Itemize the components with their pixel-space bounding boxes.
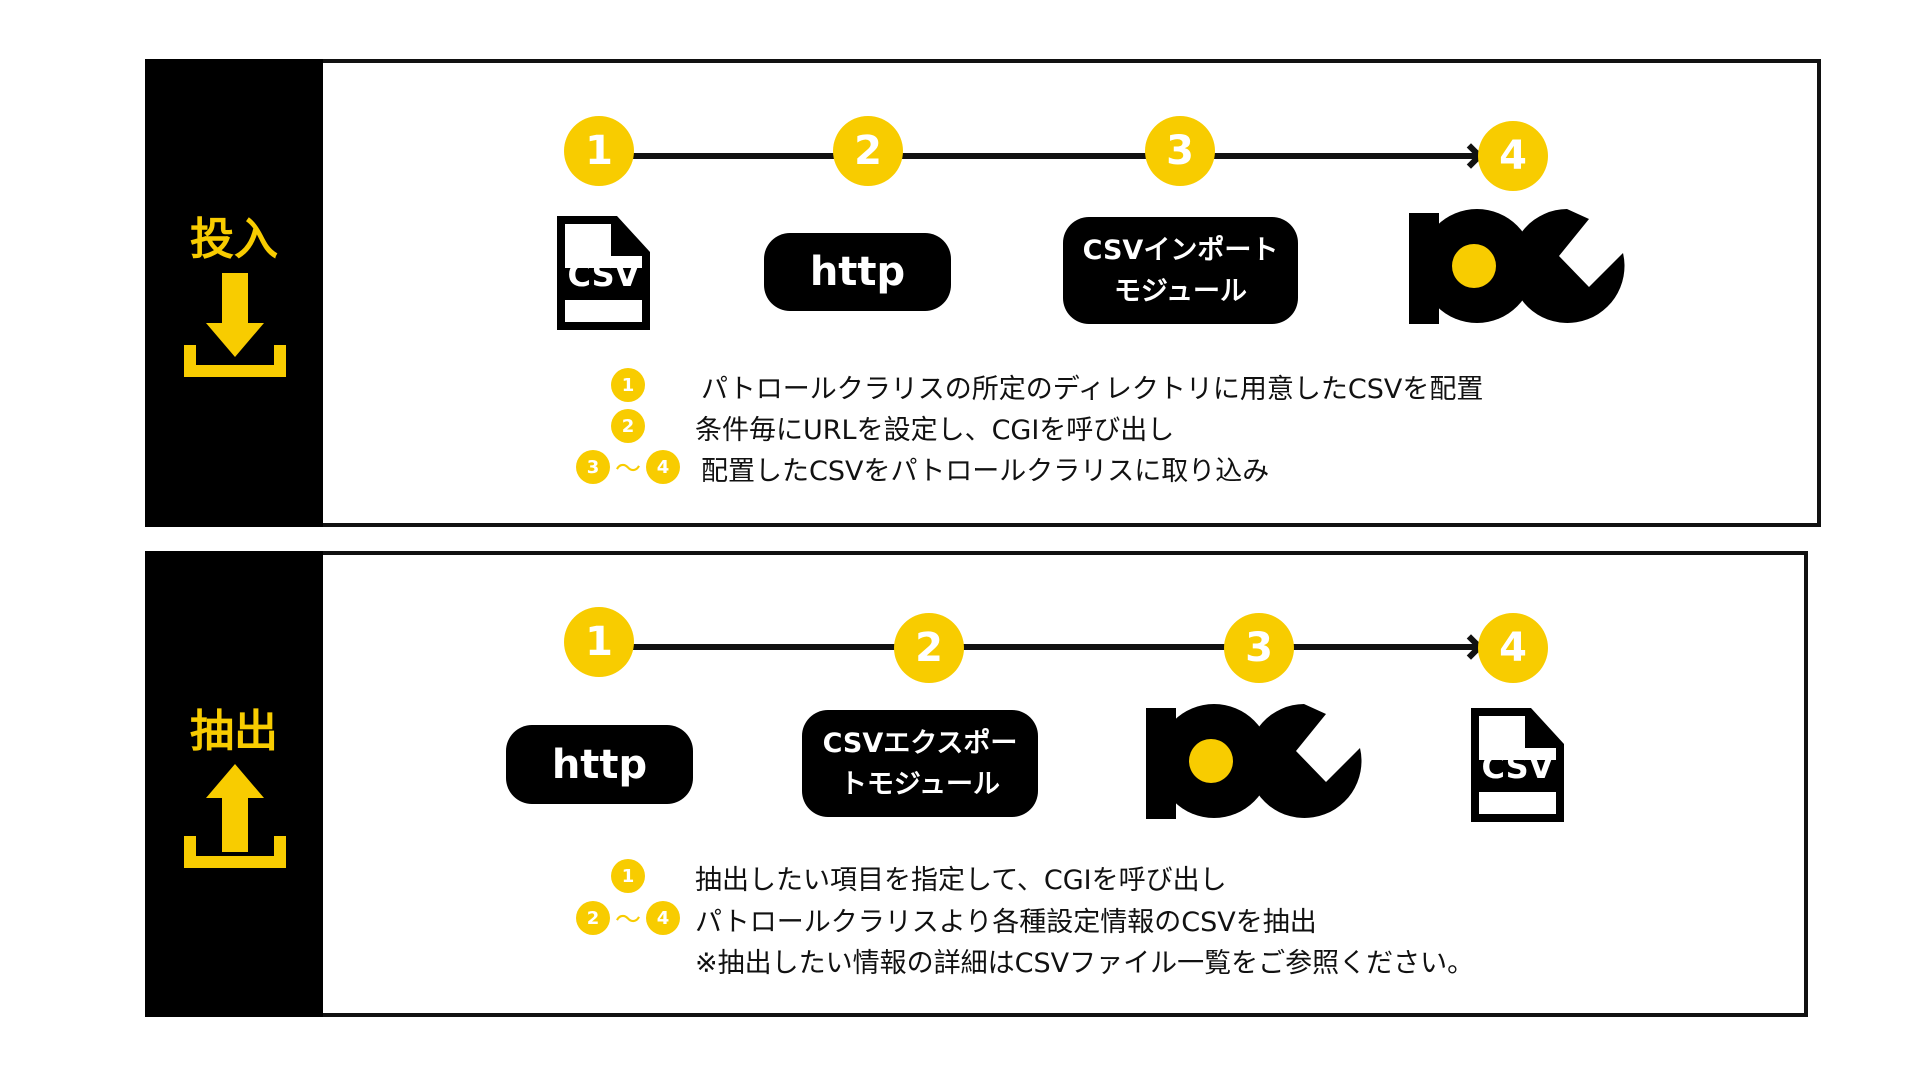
csv-file-label: CSV [567,256,640,294]
export-csv-file-icon: CSV [1467,704,1568,826]
export-note-text-3: ※抽出したい情報の詳細はCSVファイル一覧をご参照ください。 [695,948,1475,979]
export-flow-line [599,644,1479,650]
upload-icon [184,764,286,868]
note-badge-4: 4 [646,450,680,484]
note-tilde: ～ [614,454,642,485]
export-note-badge-1: 1 [611,859,645,893]
import-step-2: 2 [833,116,903,186]
import-step-4: 4 [1478,121,1548,191]
module-label-line1: CSVインポート [1082,234,1279,266]
download-icon [184,273,286,377]
export-step-2: 2 [894,613,964,683]
export-http-pill: http [506,725,693,804]
csv-export-module-pill: CSVエクスポー トモジュール [802,710,1038,817]
csv-file-icon: CSV [553,212,654,334]
export-note-badge-4: 4 [646,901,680,935]
export-note-badge-2: 2 [576,901,610,935]
note-badge-3: 3 [576,450,610,484]
csv-import-module-pill: CSVインポート モジュール [1063,217,1298,324]
export-csv-file-label: CSV [1481,748,1554,786]
export-label: 抽出 [190,706,278,757]
import-step-3: 3 [1145,116,1215,186]
http-pill: http [764,233,951,311]
import-label: 投入 [190,214,278,265]
export-note-text-1: 抽出したい項目を指定して、CGIを呼び出し [695,865,1227,896]
note-text-2: 条件毎にURLを設定し、CGIを呼び出し [695,415,1175,446]
import-flow-line [599,153,1479,159]
patrol-clarice-logo [1146,704,1362,819]
export-step-3: 3 [1224,613,1294,683]
patrol-clarice-logo [1409,209,1625,324]
export-note-tilde: ～ [614,905,642,936]
module-label-line2: モジュール [1113,275,1248,307]
note-text-1: パトロールクラリスの所定のディレクトリに用意したCSVを配置 [701,374,1484,405]
note-badge-2: 2 [611,409,645,443]
export-step-4: 4 [1478,613,1548,683]
note-text-3: 配置したCSVをパトロールクラリスに取り込み [701,456,1270,487]
export-step-1: 1 [564,607,634,677]
export-note-text-2: パトロールクラリスより各種設定情報のCSVを抽出 [695,907,1317,938]
export-module-label-line2: トモジュール [839,768,1001,800]
export-module-label-line1: CSVエクスポー [822,727,1018,759]
import-step-1: 1 [564,116,634,186]
note-badge-1: 1 [611,368,645,402]
